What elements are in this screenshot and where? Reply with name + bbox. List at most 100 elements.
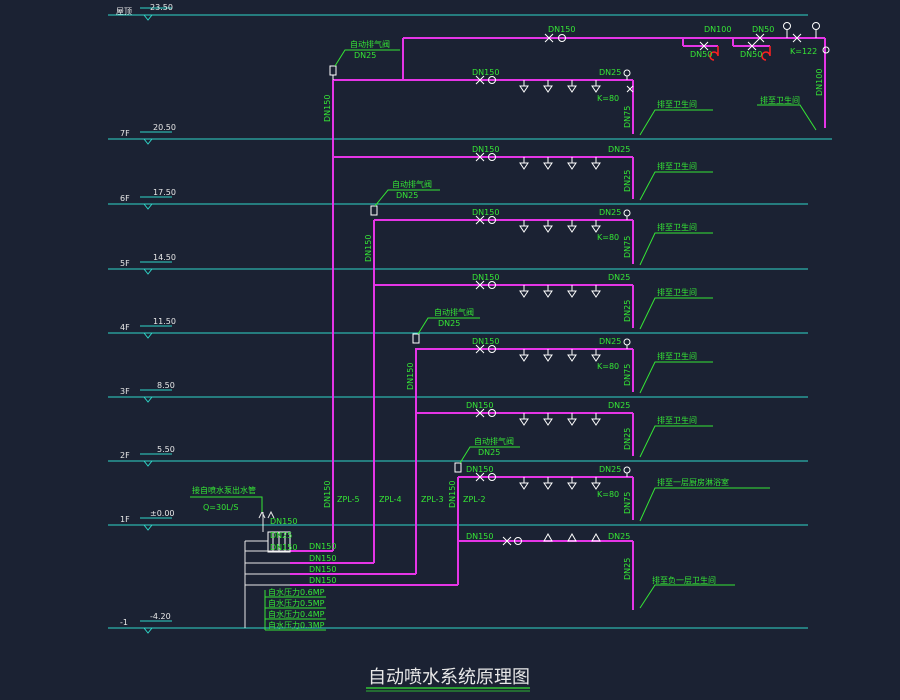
label-b1-to-toilet: 排至负一层卫生间 (652, 575, 716, 585)
signal-valve-4f (475, 280, 496, 290)
label-pressure-2: 自水压力0.5MP (268, 598, 325, 608)
label-pump-inlet: 接自喷水泵出水管 (192, 485, 256, 495)
label-roof-dn150: DN150 (548, 25, 575, 34)
label-b1-dn25: DN25 (608, 532, 630, 541)
sprinkler-row-b1 (543, 532, 601, 542)
callout-leaders (190, 49, 817, 631)
label-3f-dn25: DN25 (599, 337, 621, 346)
floor-elev-1f: ±0.00 (150, 509, 175, 518)
label-7f-to-toilet: 排至卫生间 (657, 99, 697, 109)
air-valve-zpl4 (370, 205, 378, 216)
label-header-dn150-1: DN150 (309, 542, 336, 551)
label-roof-k122: K=122 (790, 47, 817, 56)
label-flow-rate: Q=30L/S (203, 503, 238, 512)
floor-name-3f: 3F (120, 387, 130, 396)
label-roof-dn100-a: DN100 (704, 25, 731, 34)
sprinkler-row-6f (519, 157, 601, 170)
label-2f-dn150: DN150 (466, 401, 493, 410)
floor-name-b1: -1 (120, 618, 128, 627)
valves (267, 22, 830, 553)
label-riser5-dn150-b: DN150 (323, 481, 332, 508)
air-valve-zpl5 (329, 65, 337, 80)
label-6f-dn150: DN150 (472, 145, 499, 154)
label-2f-dn25: DN25 (608, 401, 630, 410)
label-4f-dn25: DN25 (608, 273, 630, 282)
label-pump-dn25: DN25 (270, 531, 292, 540)
signal-valve-1f (475, 472, 496, 482)
label-roof-dn50-b: DN50 (690, 50, 712, 59)
floor-labels: 屋顶 23.50 7F 20.50 6F 17.50 5F 14.50 4F 1… (116, 3, 176, 627)
roof-test-drains (709, 46, 771, 61)
label-3f-dn150: DN150 (472, 337, 499, 346)
label-air-valve-4: 自动排气阀 (474, 436, 514, 446)
label-zpl3: ZPL-3 (421, 495, 444, 504)
label-air-valve-1-dn: DN25 (354, 51, 376, 60)
label-air-valve-2-dn: DN25 (396, 191, 418, 200)
label-roof-dn100-riser: DN100 (815, 69, 824, 96)
sprinkler-heads (519, 80, 601, 542)
label-5f-k80: K=80 (597, 233, 619, 242)
signal-valve-5f (475, 215, 496, 225)
label-7f-k80: K=80 (597, 94, 619, 103)
label-5f-to-toilet: 排至卫生间 (657, 222, 697, 232)
floor-elev-3f: 8.50 (157, 381, 175, 390)
label-5f-dn75: DN75 (623, 236, 632, 258)
label-4f-dn150: DN150 (472, 273, 499, 282)
label-air-valve-1: 自动排气阀 (350, 39, 390, 49)
label-7f-dn150: DN150 (472, 68, 499, 77)
floor-name-7f: 7F (120, 129, 130, 138)
label-2f-to-toilet: 排至卫生间 (657, 415, 697, 425)
label-roof-dn50-a: DN50 (752, 25, 774, 34)
sprinkler-row-2f (519, 413, 601, 426)
sprinkler-row-1f (519, 477, 601, 490)
roof-gauges (699, 22, 830, 54)
label-zpl4: ZPL-4 (379, 495, 402, 504)
floor-elev-2f: 5.50 (157, 445, 175, 454)
floor-name-1f: 1F (120, 515, 130, 524)
test-gauge-3f (623, 338, 631, 349)
label-zpl5: ZPL-5 (337, 495, 360, 504)
label-b1-drain: DN25 (623, 558, 632, 580)
label-7f-dn25: DN25 (599, 68, 621, 77)
air-valve-zpl3 (412, 333, 420, 344)
label-air-valve-4-dn: DN25 (478, 448, 500, 457)
floor-lines (108, 14, 832, 629)
label-6f-dn25: DN25 (608, 145, 630, 154)
floor-elev-6f: 17.50 (153, 188, 176, 197)
floor-name-2f: 2F (120, 451, 130, 460)
label-roof-to-toilet: 排至卫生间 (760, 95, 800, 105)
annotations: DN150 DN100 DN50 DN50 DN50 K=122 DN100 排… (192, 25, 824, 630)
signal-valve-2f (475, 408, 496, 418)
label-riser2-dn150: DN150 (448, 481, 457, 508)
label-pressure-4: 自水压力0.3MP (268, 620, 325, 630)
drawing-title: 自动喷水系统原理图 (368, 667, 530, 688)
floor-name-4f: 4F (120, 323, 130, 332)
label-air-valve-3-dn: DN25 (438, 319, 460, 328)
floor-elev-4f: 11.50 (153, 317, 176, 326)
sprinkler-row-3f (519, 349, 601, 362)
pump-header-valves (267, 531, 291, 553)
label-pump-dn150-a: DN150 (270, 517, 297, 526)
label-3f-dn75: DN75 (623, 364, 632, 386)
label-pump-dn150-b: DN150 (270, 543, 297, 552)
label-1f-dn75: DN75 (623, 492, 632, 514)
label-1f-dn25: DN25 (599, 465, 621, 474)
pump-inlet-lines (244, 510, 290, 628)
label-roof-dn50-c: DN50 (740, 50, 762, 59)
floor-elev-5f: 14.50 (153, 253, 176, 262)
floor-elev-b1: -4.20 (150, 612, 171, 621)
test-gauge-7f (623, 69, 634, 93)
signal-valve-roof (544, 33, 566, 43)
label-1f-to-room: 排至一层厨房淋浴室 (657, 477, 729, 487)
sprinkler-row-5f (519, 220, 601, 233)
label-6f-drain: DN25 (623, 170, 632, 192)
label-6f-to-toilet: 排至卫生间 (657, 161, 697, 171)
floor-elev-7f: 20.50 (153, 123, 176, 132)
label-air-valve-3: 自动排气阀 (434, 307, 474, 317)
label-1f-dn150: DN150 (466, 465, 493, 474)
label-1f-k80: K=80 (597, 490, 619, 499)
elevation-markers (140, 7, 172, 634)
floor-name-roof: 屋顶 (116, 7, 132, 16)
